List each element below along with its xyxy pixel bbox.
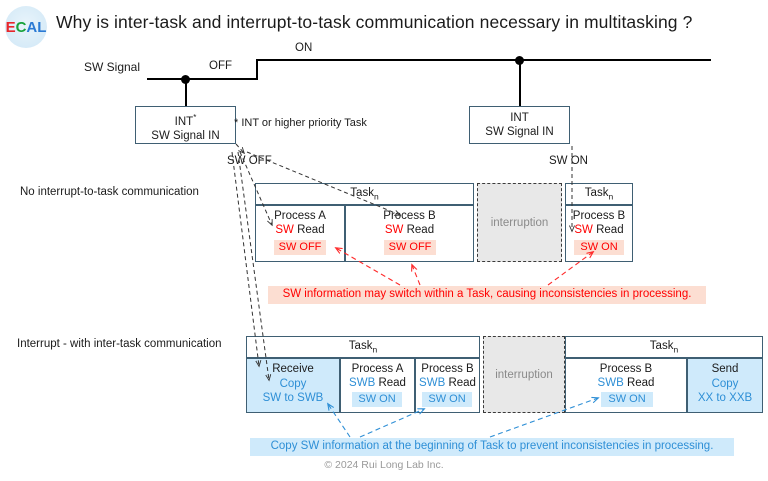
sw-off-branch-label: SW OFF bbox=[227, 155, 272, 167]
logo-letter-l: L bbox=[37, 18, 47, 36]
waveform-low-segment bbox=[147, 78, 258, 81]
copyright-text: © 2024 Rui Long Lab Inc. bbox=[324, 459, 444, 471]
row2-task-label-right: Taskn bbox=[649, 339, 679, 355]
int-box-2[interactable]: INT SW Signal IN bbox=[469, 106, 570, 144]
waveform-rising-edge bbox=[256, 59, 259, 80]
page-title: Why is inter-task and interrupt-to-task … bbox=[56, 12, 693, 32]
int-box-1-superscript: * bbox=[193, 113, 197, 122]
row1-callout: SW information may switch within a Task,… bbox=[268, 286, 706, 304]
row2-cell-send-line2: Copy bbox=[711, 377, 739, 390]
row2-task-label-left: Taskn bbox=[348, 339, 378, 355]
row2-chip-process-b: SW ON bbox=[422, 392, 472, 407]
row2-cell-send-line3: XX to XXB bbox=[697, 391, 753, 404]
row1-caption: No interrupt-to-task communication bbox=[20, 186, 199, 198]
row2-task-bar-right: Taskn bbox=[565, 336, 763, 358]
waveform-off-label: OFF bbox=[209, 60, 232, 72]
row2-cell-process-a-name: Process A bbox=[351, 363, 404, 375]
row2-callout: Copy SW information at the beginning of … bbox=[250, 438, 734, 456]
int2-lead-line bbox=[518, 60, 521, 106]
int-box-1-line1: INT* bbox=[174, 113, 197, 128]
row2-task-bar-left: Taskn bbox=[246, 336, 480, 358]
row2-interruption-label: interruption bbox=[495, 368, 553, 381]
logo-letter-c: C bbox=[15, 18, 27, 36]
row1-task-label-left: Taskn bbox=[350, 186, 379, 202]
row2-caption: Interrupt - with inter-task communicatio… bbox=[17, 338, 222, 350]
row1-cell-process-b2-name: Process B bbox=[572, 210, 626, 222]
row2-cell-send[interactable]: Send Copy XX to XXB bbox=[687, 358, 763, 413]
logo-letter-a: A bbox=[26, 18, 38, 36]
int-box-2-line1: INT bbox=[510, 112, 529, 124]
sw-on-branch-label: SW ON bbox=[549, 155, 588, 167]
row1-task-bar-left: Taskn bbox=[255, 183, 474, 205]
row1-cell-process-b-read: SW Read bbox=[384, 223, 435, 236]
row2-cell-send-line1: Send bbox=[711, 363, 739, 375]
row2-interruption-block: interruption bbox=[483, 336, 565, 413]
sw-signal-label: SW Signal bbox=[84, 60, 141, 74]
row1-chip-process-b: SW OFF bbox=[384, 240, 436, 255]
row1-chip-process-a: SW OFF bbox=[274, 240, 326, 255]
waveform-high-segment bbox=[256, 59, 711, 62]
row2-chip-process-a: SW ON bbox=[352, 392, 402, 407]
int-box-1[interactable]: INT* SW Signal IN bbox=[135, 106, 236, 144]
row2-cell-receive[interactable]: Receive Copy SW to SWB bbox=[246, 358, 340, 413]
int-footnote: * INT or higher priority Task bbox=[234, 117, 367, 129]
row2-cell-receive-line2: Copy bbox=[279, 377, 307, 390]
logo-letter-e: E bbox=[5, 18, 16, 36]
row2-cell-process-b-name: Process B bbox=[421, 363, 474, 375]
int-box-2-line2: SW Signal IN bbox=[485, 126, 554, 138]
row1-cell-process-b-name: Process B bbox=[383, 210, 436, 222]
row2-cell-process-b-read: SWB Read bbox=[419, 376, 476, 389]
row2-cell-process-b2-name: Process B bbox=[599, 363, 653, 375]
row2-cell-process-b2-read: SWB Read bbox=[597, 376, 655, 389]
int1-lead-line bbox=[184, 78, 187, 106]
row1-task-label-right: Taskn bbox=[584, 186, 614, 202]
row1-chip-process-b2: SW ON bbox=[574, 240, 624, 255]
int-box-1-line2: SW Signal IN bbox=[151, 129, 220, 142]
row1-cell-process-b2-read: SW Read bbox=[574, 223, 624, 236]
row1-interruption-block: interruption bbox=[477, 183, 562, 262]
row1-interruption-label: interruption bbox=[490, 216, 549, 229]
row2-chip-process-b2: SW ON bbox=[601, 392, 653, 407]
row1-cell-process-a-name: Process A bbox=[274, 210, 326, 222]
row2-cell-receive-line1: Receive bbox=[272, 363, 314, 375]
row2-cell-process-a-read: SWB Read bbox=[349, 376, 406, 389]
row2-cell-receive-line3: SW to SWB bbox=[262, 391, 324, 404]
waveform-on-label: ON bbox=[295, 42, 313, 54]
row1-cell-process-a-read: SW Read bbox=[275, 223, 325, 236]
row1-task-bar-right: Taskn bbox=[565, 183, 633, 205]
